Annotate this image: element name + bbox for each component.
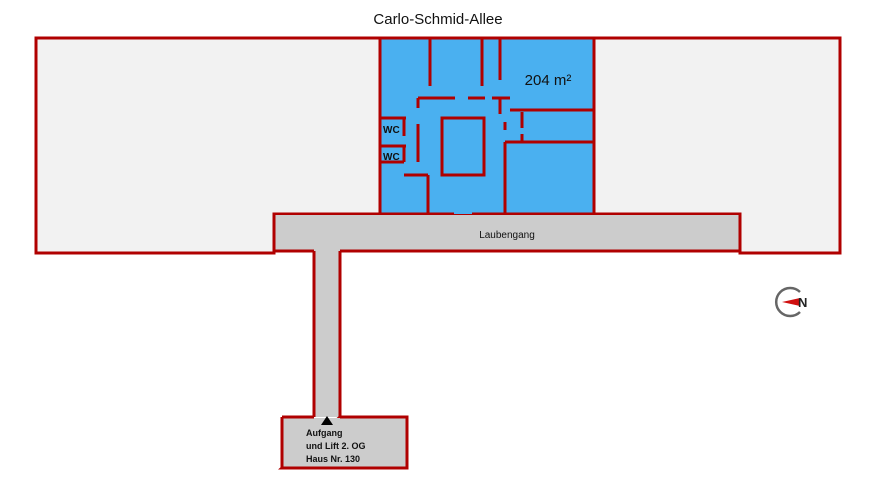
street-name: Carlo-Schmid-Allee bbox=[373, 11, 502, 28]
wc-label-upper: WC bbox=[383, 125, 400, 136]
entrance-arrow-icon bbox=[321, 416, 333, 425]
interior-walls bbox=[380, 38, 594, 214]
unit-area-label: 204 m² bbox=[525, 72, 572, 89]
compass-icon: N bbox=[774, 286, 807, 318]
corridor-label: Laubengang bbox=[479, 230, 535, 241]
corridor bbox=[275, 215, 739, 251]
rental-unit[interactable] bbox=[380, 38, 594, 214]
compass-north-letter: N bbox=[798, 295, 807, 310]
entrance-fill bbox=[283, 418, 406, 467]
wc-label-lower: WC bbox=[383, 152, 400, 163]
walkway bbox=[315, 251, 339, 417]
entrance-label-line2: und Lift 2. OG bbox=[306, 441, 366, 451]
entrance-label-line1: Aufgang bbox=[306, 428, 343, 438]
entrance-label-line3: Haus Nr. 130 bbox=[306, 454, 360, 464]
